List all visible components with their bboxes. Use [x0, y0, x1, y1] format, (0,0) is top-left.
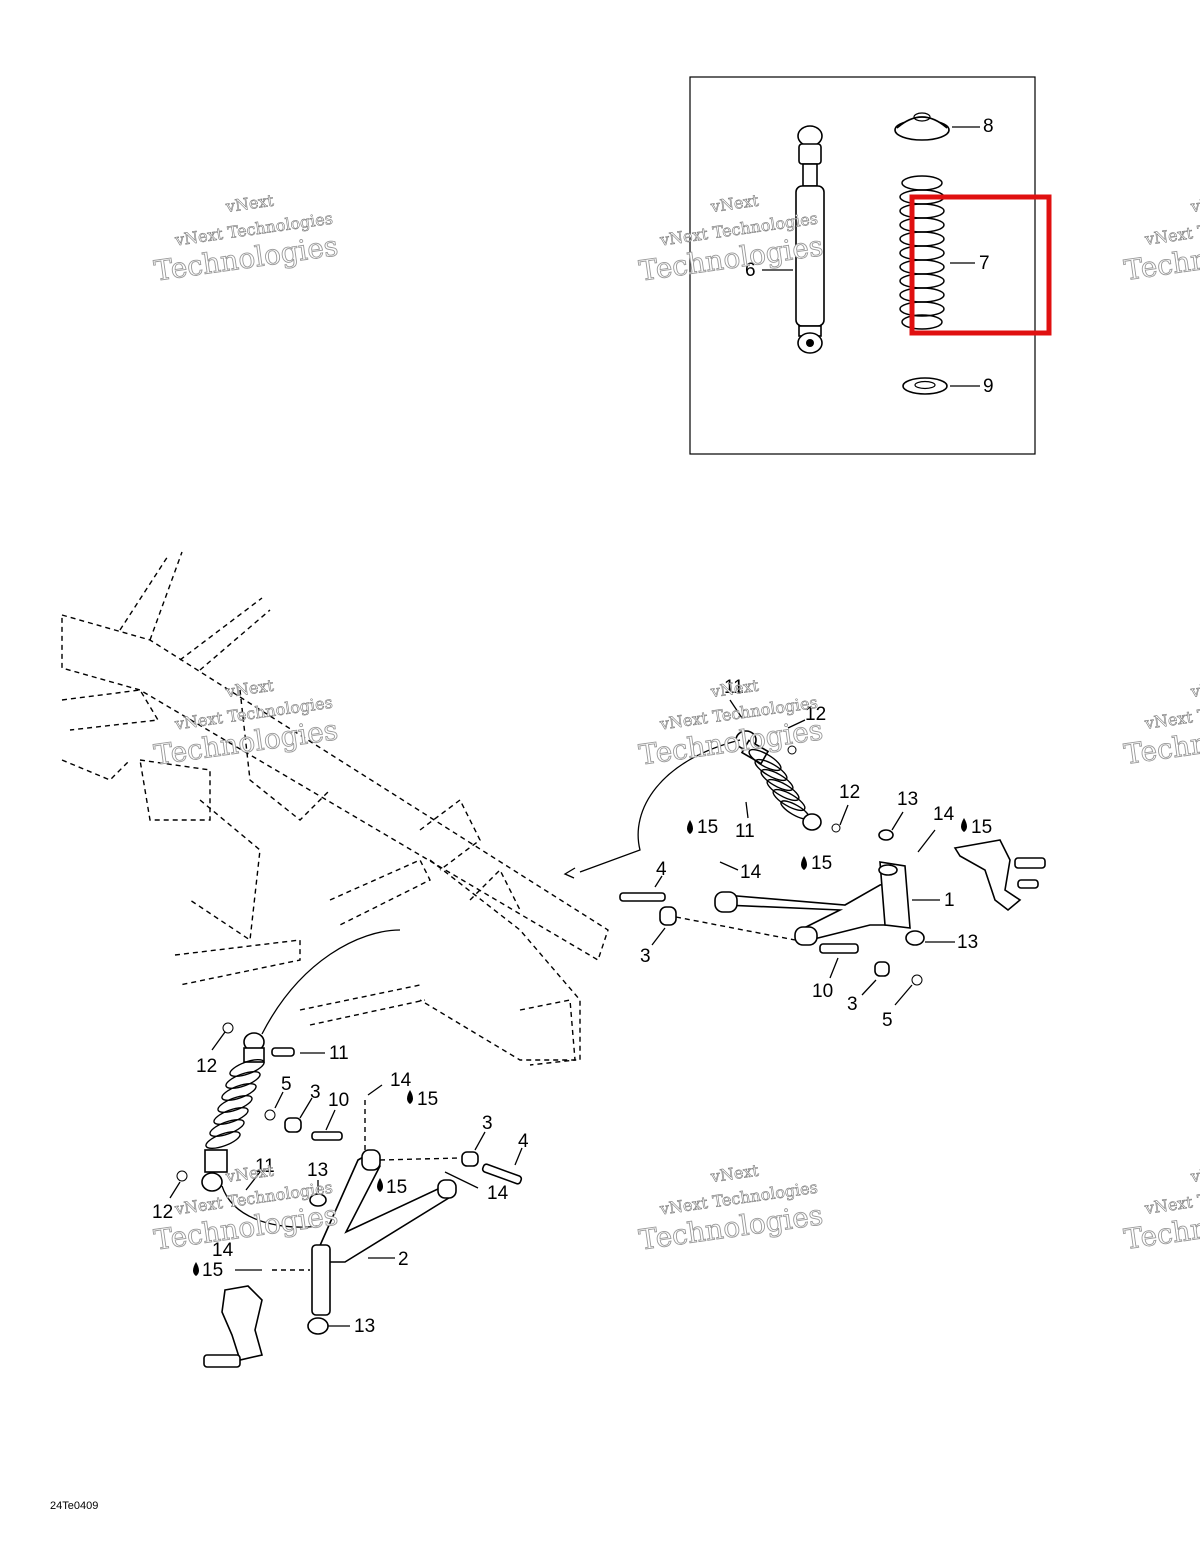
watermark: vNext vNext Technologies Technologies — [152, 190, 341, 288]
watermark: vNext vNext Technologies Technologies — [636, 1160, 825, 1257]
bushing-3-left-b[interactable] — [461, 1151, 479, 1167]
callout-11-d: 11 — [255, 1156, 275, 1177]
grease-drop-icon — [801, 856, 807, 870]
svg-text:vNext: vNext — [709, 191, 761, 217]
watermark: vNext vNext Technologies Technologies — [1121, 1160, 1200, 1256]
callout-6: 6 — [745, 260, 756, 281]
shock-assembly-right[interactable] — [735, 730, 822, 831]
grease-drop-icon — [193, 1262, 199, 1276]
coil-spring-part[interactable] — [899, 175, 945, 330]
watermark: vNext vNext Technologies Technologies — [636, 675, 825, 772]
callout-15-a: 15 — [697, 817, 718, 838]
callout-8: 8 — [983, 116, 994, 137]
nut-5-left[interactable] — [264, 1109, 276, 1121]
callout-3-c: 3 — [310, 1082, 321, 1103]
bolt-11-left[interactable] — [271, 1047, 295, 1057]
bushing-3-right-b[interactable] — [874, 961, 890, 977]
watermark: vNext vNext Technologies Technologies — [1122, 190, 1200, 287]
bushing-3-right[interactable] — [659, 906, 677, 926]
spring-seat-bottom-part[interactable] — [902, 377, 948, 395]
shock-absorber-part[interactable] — [795, 125, 825, 354]
callout-13-c: 13 — [307, 1160, 328, 1181]
highlight-box — [909, 194, 1052, 336]
callout-13-d: 13 — [354, 1316, 375, 1337]
callout-5-a: 5 — [882, 1010, 893, 1031]
svg-text:vNext: vNext — [224, 191, 276, 217]
callout-15-b: 15 — [811, 853, 832, 874]
svg-text:vNext: vNext — [1189, 1161, 1200, 1187]
bolt-13-left-top[interactable] — [309, 1193, 327, 1207]
diagram-reference-code: 24Te0409 — [50, 1500, 99, 1512]
svg-text:vNext: vNext — [1189, 191, 1200, 217]
callout-14-e: 14 — [487, 1183, 509, 1204]
grease-drop-icon — [377, 1178, 383, 1192]
callout-15-d: 15 — [202, 1260, 223, 1281]
callout-13-b: 13 — [957, 932, 978, 953]
callout-2: 2 — [398, 1249, 409, 1270]
callout-4-a: 4 — [656, 859, 667, 880]
steering-knuckle-left[interactable] — [203, 1285, 263, 1368]
bolt-13-right-top[interactable] — [878, 829, 894, 841]
svg-text:vNext: vNext — [709, 1161, 761, 1187]
callout-11-a: 11 — [724, 677, 744, 698]
callout-12-d: 12 — [152, 1202, 173, 1223]
svg-text:vNext: vNext — [224, 676, 276, 702]
shock-assembly-left[interactable] — [201, 1032, 266, 1192]
callout-12-a: 12 — [805, 704, 826, 725]
callout-12-c: 12 — [196, 1056, 217, 1077]
grease-drop-icon — [687, 820, 693, 834]
inset-frame — [689, 76, 1036, 455]
callout-11-c: 11 — [329, 1043, 349, 1064]
callout-3-b: 3 — [847, 994, 858, 1015]
sleeve-10-left[interactable] — [311, 1131, 343, 1141]
watermark: vNext vNext Technologies Technologies — [151, 675, 340, 772]
callout-10-a: 10 — [812, 981, 833, 1002]
bolt-4-left[interactable] — [481, 1163, 523, 1185]
bushing-3-left[interactable] — [284, 1117, 302, 1133]
callout-15-f: 15 — [386, 1177, 407, 1198]
bolt-4-right[interactable] — [619, 892, 666, 902]
a-arm-left-part[interactable] — [307, 1149, 457, 1335]
callout-13-a: 13 — [897, 789, 918, 810]
callout-12-b: 12 — [839, 782, 860, 803]
callout-14-b: 14 — [933, 804, 955, 825]
callout-9: 9 — [983, 376, 994, 397]
callout-15-e: 15 — [417, 1089, 438, 1110]
grease-drop-icon — [961, 818, 967, 832]
a-arm-right-part[interactable] — [714, 861, 925, 946]
callout-1: 1 — [944, 890, 955, 911]
svg-text:vNext: vNext — [224, 1161, 276, 1187]
callout-4-b: 4 — [518, 1131, 529, 1152]
callout-11-b: 11 — [735, 821, 755, 842]
sleeve-10-right[interactable] — [819, 943, 859, 954]
callout-5-b: 5 — [281, 1074, 292, 1095]
nut-5-right[interactable] — [911, 974, 923, 986]
steering-knuckle-right[interactable] — [953, 839, 1046, 912]
vehicle-frame — [61, 551, 609, 1066]
watermark: vNext vNext Technologies Technologies — [1121, 675, 1200, 771]
callout-14-c: 14 — [212, 1240, 234, 1261]
callout-10-b: 10 — [328, 1090, 349, 1111]
callout-3-a: 3 — [640, 946, 651, 967]
callout-7: 7 — [979, 253, 990, 274]
callout-3-d: 3 — [482, 1113, 493, 1134]
svg-text:vNext: vNext — [1189, 676, 1200, 702]
grease-drop-icon — [407, 1090, 413, 1104]
callout-15-c: 15 — [971, 817, 992, 838]
svg-text:vNext: vNext — [709, 676, 761, 702]
callout-14-d: 14 — [390, 1070, 412, 1091]
callout-14-a: 14 — [740, 862, 762, 883]
spring-seat-top-part[interactable] — [894, 112, 950, 141]
